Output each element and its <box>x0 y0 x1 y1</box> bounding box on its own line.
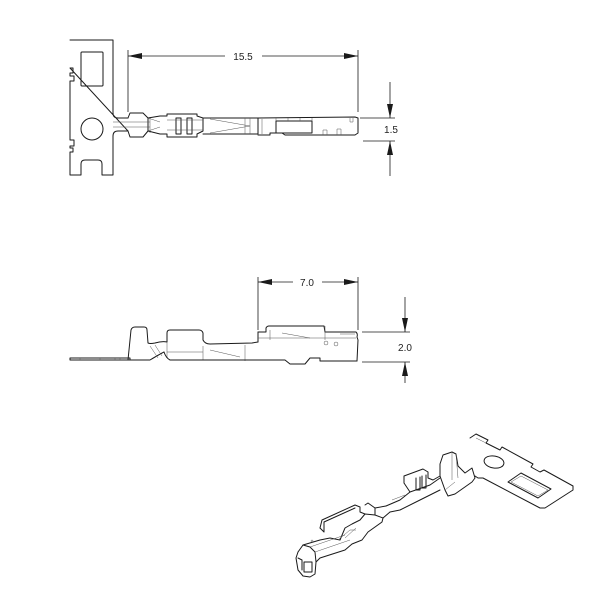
carrier-strip <box>69 39 129 176</box>
carrier-tab <box>469 433 574 509</box>
arrow-up-icon <box>387 141 393 155</box>
arrow-down-icon <box>387 104 393 118</box>
top-view: 15.5 1.5 <box>69 39 398 176</box>
isometric-pilot-hole <box>483 455 505 469</box>
arrow-left-icon <box>128 53 142 59</box>
arrow-left-icon <box>258 279 272 285</box>
carrier-window <box>80 51 104 87</box>
contact-window <box>275 120 313 134</box>
crimp-slot <box>175 117 182 135</box>
arrow-up-icon <box>402 362 408 376</box>
side-view: 7.0 2.0 <box>69 277 412 383</box>
dim-length-label: 15.5 <box>233 52 253 63</box>
dim-height-label: 2.0 <box>398 343 412 354</box>
crimp-slot <box>186 117 193 135</box>
isometric-window <box>507 472 552 499</box>
arrow-down-icon <box>402 318 408 332</box>
dim-length-label: 7.0 <box>300 278 314 289</box>
dim-width-label: 1.5 <box>384 125 398 136</box>
arrow-right-icon <box>344 53 358 59</box>
pilot-hole <box>80 117 104 141</box>
arrow-right-icon <box>344 279 358 285</box>
isometric-view <box>295 433 574 578</box>
